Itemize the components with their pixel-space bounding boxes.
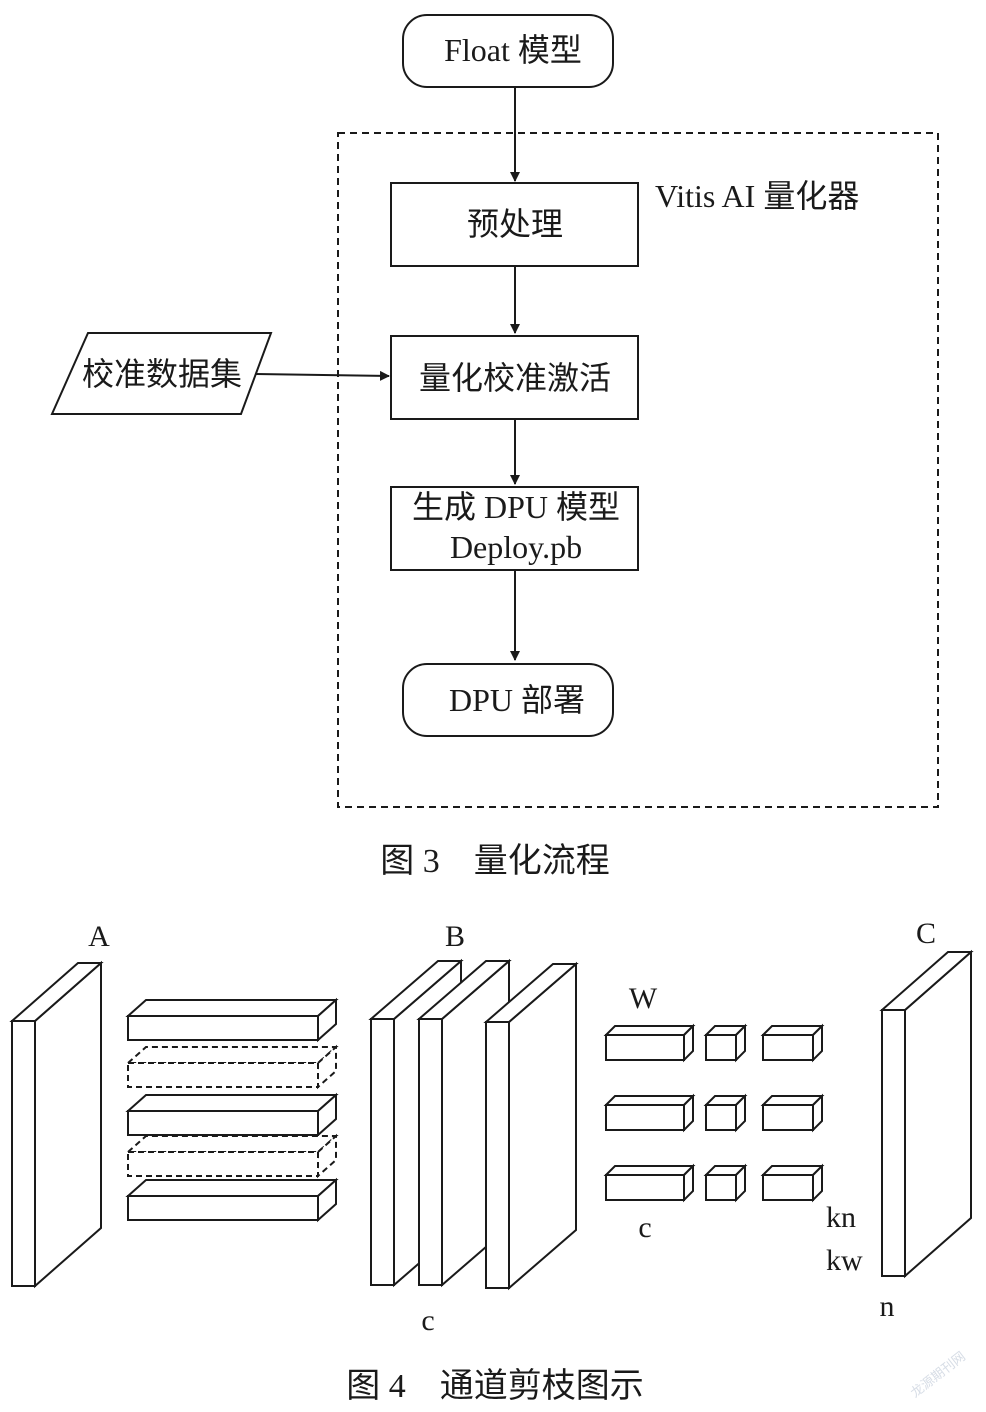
- feature-map-a: [9, 960, 104, 1289]
- label-w: W: [629, 982, 658, 1015]
- quantizer-label: Vitis AI 量化器: [655, 178, 859, 214]
- float-model-label: Float 模型: [444, 32, 582, 68]
- label-n: n: [880, 1290, 895, 1323]
- channel-bar-3: [125, 1177, 339, 1223]
- channel-bar-1: [125, 997, 339, 1043]
- quant-calibration-label: 量化校准激活: [419, 360, 611, 396]
- label-kn: kn: [826, 1201, 856, 1234]
- feature-map-c: [879, 949, 974, 1279]
- kernel-block: [760, 1093, 825, 1133]
- kernel-row-3: [603, 1163, 825, 1203]
- kernel-block: [703, 1163, 748, 1203]
- label-kw: kw: [826, 1244, 863, 1277]
- generate-dpu-node: 生成 DPU 模型 Deploy.pb: [390, 486, 639, 571]
- kernel-block: [603, 1163, 696, 1203]
- kernel-block: [760, 1163, 825, 1203]
- dpu-deploy-label: DPU 部署: [449, 682, 585, 718]
- float-model-node: Float 模型: [402, 14, 614, 88]
- channel-bar-pruned-2: [125, 1133, 339, 1179]
- kernel-block: [603, 1093, 696, 1133]
- kernel-block: [760, 1023, 825, 1063]
- quantizer-boundary: [337, 132, 939, 808]
- label-b: B: [445, 920, 465, 953]
- calibration-dataset-node: 校准数据集: [50, 332, 273, 415]
- kernel-row-2: [603, 1093, 825, 1133]
- dpu-deploy-node: DPU 部署: [402, 663, 614, 737]
- kernel-block: [703, 1093, 748, 1133]
- preprocess-node: 预处理: [390, 182, 639, 267]
- kernel-row-1: [603, 1023, 825, 1063]
- channel-bar-2: [125, 1092, 339, 1138]
- kernel-block: [703, 1023, 748, 1063]
- kernel-block: [603, 1023, 696, 1063]
- figure-3-caption: 图 3 量化流程: [380, 842, 610, 880]
- label-c-feature: c: [421, 1304, 434, 1337]
- arrow-dataset-to-calibration: [255, 370, 390, 381]
- label-a: A: [88, 920, 110, 953]
- label-c-kernel: c: [638, 1211, 651, 1244]
- watermark: 龙源期刊网: [908, 1349, 968, 1401]
- calibration-dataset-label: 校准数据集: [82, 356, 242, 392]
- figure-3-quantization-flow: Vitis AI 量化器 Float 模型 预处理 校准数据集 量化校准激活: [50, 14, 939, 880]
- preprocess-label: 预处理: [467, 206, 563, 242]
- label-c: C: [916, 917, 936, 950]
- generate-dpu-label-line1: 生成 DPU 模型: [412, 489, 620, 525]
- feature-map-b-3: [483, 961, 579, 1291]
- channel-bar-pruned-1: [125, 1044, 339, 1090]
- figure-4-channel-pruning: A: [9, 917, 974, 1405]
- generate-dpu-label-line2: Deploy.pb: [450, 529, 582, 565]
- quant-calibration-node: 量化校准激活: [390, 335, 639, 420]
- figure-4-caption: 图 4 通道剪枝图示: [346, 1367, 644, 1405]
